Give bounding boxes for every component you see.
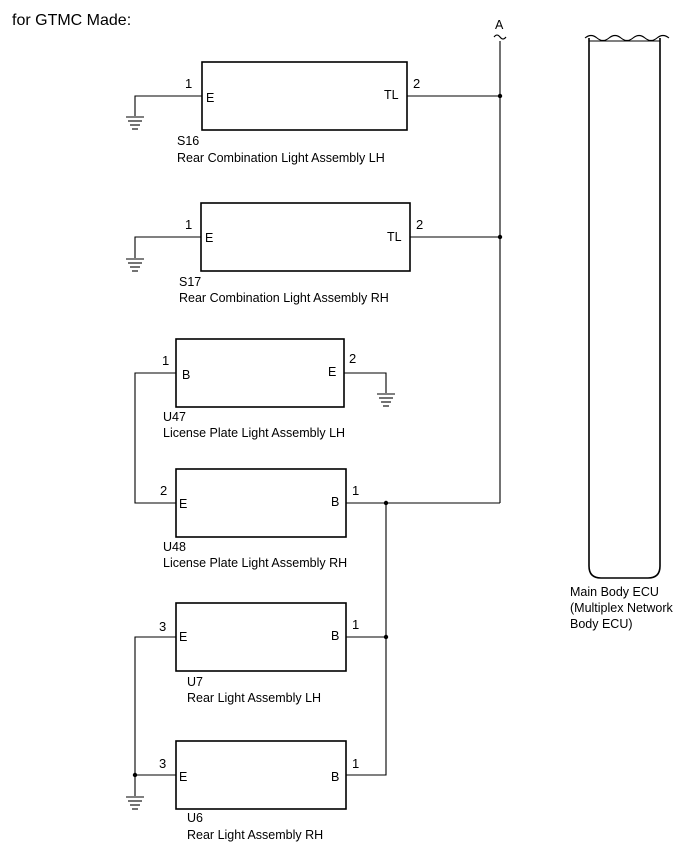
s17-box — [200, 202, 411, 272]
u6-left-pin: 3 — [159, 756, 166, 771]
u47-left-pin: 1 — [162, 353, 169, 368]
u47-left-terminal: B — [182, 368, 190, 382]
u48-box — [175, 468, 347, 538]
u47-right-terminal: E — [328, 365, 336, 379]
u7-box — [175, 602, 347, 672]
junction-dot — [497, 234, 503, 240]
connector-a-label: A — [495, 18, 504, 32]
u6-right-pin: 1 — [352, 756, 359, 771]
component-s17: 1 E 2 TL S17 Rear Combination Light Asse… — [179, 202, 423, 305]
s16-left-terminal: E — [206, 91, 214, 105]
s17-name: Rear Combination Light Assembly RH — [179, 291, 389, 305]
ecu-label-line1: Main Body ECU — [570, 585, 659, 599]
rear-light-supply-wire — [346, 503, 387, 776]
s17-ground-wire — [134, 236, 201, 258]
u7-left-terminal: E — [179, 630, 187, 644]
u6-right-terminal: B — [331, 770, 339, 784]
u7-id: U7 — [187, 675, 203, 689]
ground-icon — [126, 796, 144, 810]
u48-left-terminal: E — [179, 497, 187, 511]
s17-id: S17 — [179, 275, 201, 289]
u47-right-pin: 2 — [349, 351, 356, 366]
u7-right-terminal: B — [331, 629, 339, 643]
junction-dot — [132, 772, 138, 778]
s17-left-terminal: E — [205, 231, 213, 245]
junction-dot — [497, 93, 503, 99]
u47-id: U47 — [163, 410, 186, 424]
ecu-label-line3: Body ECU) — [570, 617, 633, 631]
u48-right-pin: 1 — [352, 483, 359, 498]
u7-right-pin: 1 — [352, 617, 359, 632]
s16-box — [201, 61, 408, 131]
junction-dot — [383, 634, 389, 640]
s17-right-terminal: TL — [387, 230, 402, 244]
u47-name: License Plate Light Assembly LH — [163, 426, 345, 440]
component-s16: 1 E 2 TL S16 Rear Combination Light Asse… — [177, 61, 420, 165]
u47-ground-wire — [344, 372, 387, 393]
u7-ground-wire — [134, 636, 176, 796]
s17-right-pin: 2 — [416, 217, 423, 232]
ecu-outline — [588, 38, 661, 579]
u48-id: U48 — [163, 540, 186, 554]
component-u47: 1 B 2 E U47 License Plate Light Assembly… — [162, 338, 356, 440]
u47-box — [175, 338, 345, 408]
s16-right-terminal: TL — [384, 88, 399, 102]
u47-u48-link-wire — [134, 372, 176, 504]
s16-id: S16 — [177, 134, 199, 148]
s16-right-pin: 2 — [413, 76, 420, 91]
diagram-title: for GTMC Made: — [12, 12, 131, 29]
wire-break-symbol — [493, 34, 507, 40]
s16-left-pin: 1 — [185, 76, 192, 91]
u48-right-terminal: B — [331, 495, 339, 509]
s17-left-pin: 1 — [185, 217, 192, 232]
ground-icon — [126, 258, 144, 272]
ground-icon — [126, 116, 144, 130]
s16-ground-wire — [134, 95, 202, 116]
main-body-ecu: Main Body ECU (Multiplex Network Body EC… — [570, 34, 674, 631]
ecu-label-line2: (Multiplex Network — [570, 601, 674, 615]
u6-left-terminal: E — [179, 770, 187, 784]
s16-name: Rear Combination Light Assembly LH — [177, 151, 385, 165]
component-u6: 3 E 1 B U6 Rear Light Assembly RH — [159, 740, 359, 842]
u7-name: Rear Light Assembly LH — [187, 691, 321, 705]
ground-icon — [377, 393, 395, 407]
u7-left-pin: 3 — [159, 619, 166, 634]
component-u7: 3 E 1 B U7 Rear Light Assembly LH — [159, 602, 359, 705]
component-u48: 2 E 1 B U48 License Plate Light Assembly… — [160, 468, 359, 570]
u48-name: License Plate Light Assembly RH — [163, 556, 347, 570]
u6-name: Rear Light Assembly RH — [187, 828, 323, 842]
u6-box — [175, 740, 347, 810]
u6-id: U6 — [187, 811, 203, 825]
u48-left-pin: 2 — [160, 483, 167, 498]
